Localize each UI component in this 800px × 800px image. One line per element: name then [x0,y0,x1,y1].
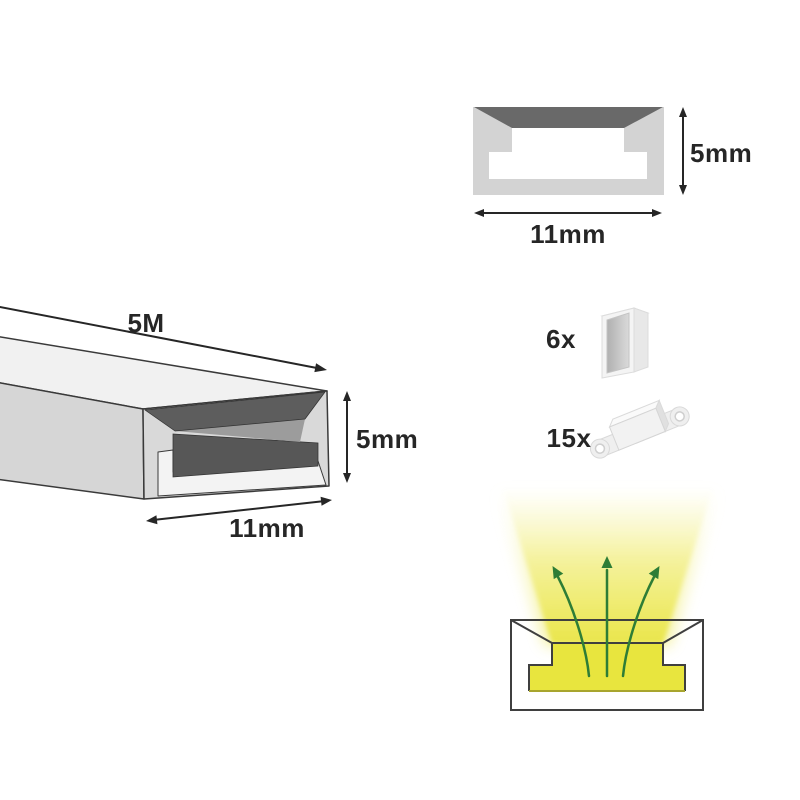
clip-icon [589,399,690,459]
strip-3d-diagram [0,305,351,525]
strip-channel-top-wedge [144,391,326,432]
length-dimension-arrow [0,305,327,373]
height-dimension-arrow [679,107,687,195]
arrow-right-head [648,565,660,580]
profile-cavity-upper [512,128,624,152]
light-direction-arrows [556,568,656,678]
profile-lens [474,107,663,128]
arrow-left-curve [556,575,591,678]
arrow-right-curve [621,575,656,678]
arrow-left-head [552,565,564,580]
strip-channel-dark-band [172,433,319,478]
strip-width-label: 11mm [229,513,305,543]
profile-cavity-lower [489,152,647,179]
clip-count-label: 15x [546,423,592,453]
cross-section-height-label: 5mm [690,138,753,168]
height-dimension-arrow-3d [343,391,351,483]
arrow-middle-head [601,556,613,568]
cross-section-width-label: 11mm [530,219,606,249]
cross-section-diagram [473,107,687,217]
strip-length-label: 5M [127,308,165,338]
endcap-icon [600,307,650,379]
width-dimension-arrow-3d [146,496,332,525]
endcap-count-label: 6x [546,324,576,354]
width-dimension-arrow [474,209,662,217]
light-beam-diagram [495,486,720,711]
strip-channel-mid-wedge [175,419,305,442]
strip-height-label: 5mm [356,424,419,454]
